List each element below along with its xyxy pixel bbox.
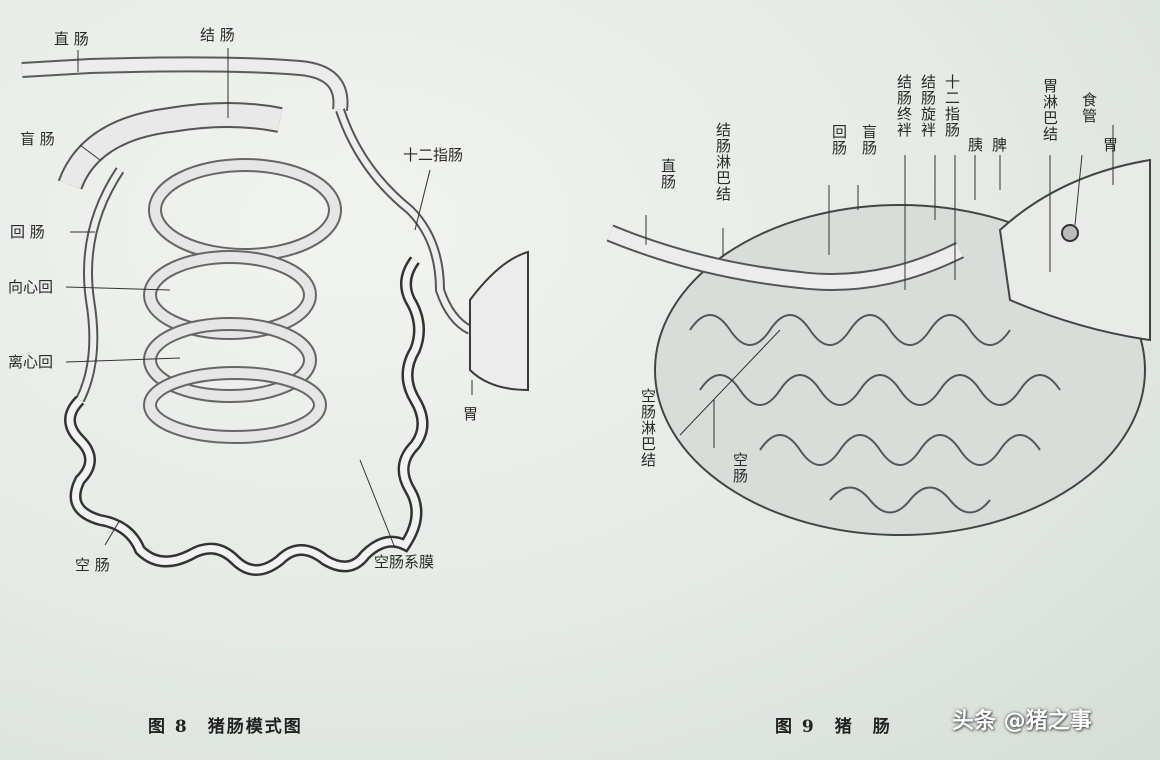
fig8-label-ileum: 回 肠 (10, 223, 45, 241)
fig9-label-cecum: 盲肠 (860, 124, 878, 156)
fig8-caption: 图 8 猪肠模式图 (148, 717, 303, 737)
fig8-label-cecum: 盲 肠 (20, 130, 55, 148)
fig8-label-jejunal-mesentery: 空肠系膜 (374, 553, 435, 571)
fig8-label-duodenum: 十二指肠 (403, 146, 464, 164)
fig9-label-esophagus: 食管 (1080, 92, 1098, 124)
fig9-label-colon-spiral-loop: 结肠旋袢 (919, 74, 937, 138)
fig9-label-jejunum: 空肠 (731, 452, 749, 484)
fig8-label-jejunum: 空 肠 (75, 556, 110, 574)
fig9-caption: 图 9 猪 肠 (775, 717, 892, 737)
watermark: 头条 @猪之事 (952, 709, 1092, 734)
fig8-label-centripetal-loop: 向心回 (8, 278, 54, 296)
fig8-label-centrifugal-loop: 离心回 (8, 353, 54, 371)
fig8-label-colon: 结 肠 (200, 26, 235, 44)
fig9-label-ileum: 回肠 (830, 124, 848, 156)
fig9-label-terminal-colon-loop: 结肠终袢 (895, 74, 913, 138)
fig9-label-spleen: 脾 (992, 136, 1008, 154)
fig9-label-jejunal-lymph-node: 空肠淋巴结 (639, 388, 657, 468)
fig9-label-pancreas: 胰 (968, 136, 984, 154)
fig9-label-rectum: 直肠 (659, 158, 677, 190)
fig9-label-gastric-lymph-node: 胃淋巴结 (1041, 78, 1059, 142)
fig9-label-stomach: 胃 (1103, 136, 1119, 154)
fig8-label-rectum: 直 肠 (54, 30, 89, 48)
fig9-label-colonic-lymph-node: 结肠淋巴结 (714, 122, 732, 202)
fig8-label-stomach: 胃 (463, 405, 479, 423)
fig9-label-duodenum: 十二指肠 (943, 74, 961, 138)
